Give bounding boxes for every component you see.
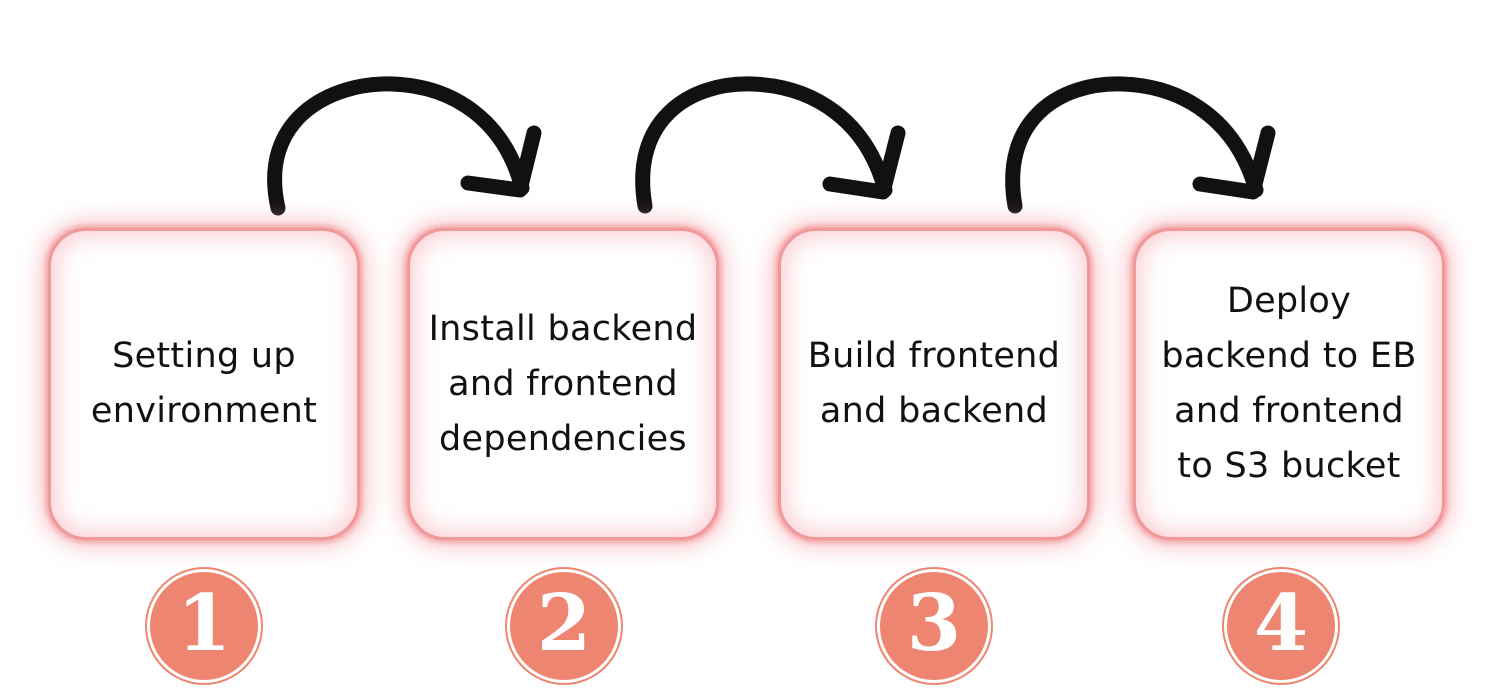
step-number-badge: 1: [150, 572, 258, 680]
step-number: 3: [906, 578, 962, 669]
step-number-badge: 3: [880, 572, 988, 680]
step-number-badge: 2: [510, 572, 618, 680]
step-box-1: Setting up environment: [48, 228, 360, 540]
curved-arrow-icon: [267, 76, 542, 216]
step-box-4: Deploy backend to EB and frontend to S3 …: [1133, 228, 1445, 540]
step-label: Deploy backend to EB and frontend to S3 …: [1161, 281, 1417, 486]
step-number: 1: [176, 578, 232, 669]
curved-arrow-icon: [1005, 76, 1276, 214]
step-number: 2: [536, 578, 592, 669]
step-label: Install backend and frontend dependencie…: [428, 308, 698, 459]
step-label: Setting up environment: [90, 336, 318, 431]
step-number-badge: 4: [1227, 572, 1335, 680]
step-number: 4: [1253, 578, 1309, 669]
step-box-3: Build frontend and backend: [778, 228, 1090, 540]
curved-arrow-icon: [635, 76, 906, 214]
step-label: Build frontend and backend: [807, 336, 1061, 431]
step-box-2: Install backend and frontend dependencie…: [407, 228, 719, 540]
